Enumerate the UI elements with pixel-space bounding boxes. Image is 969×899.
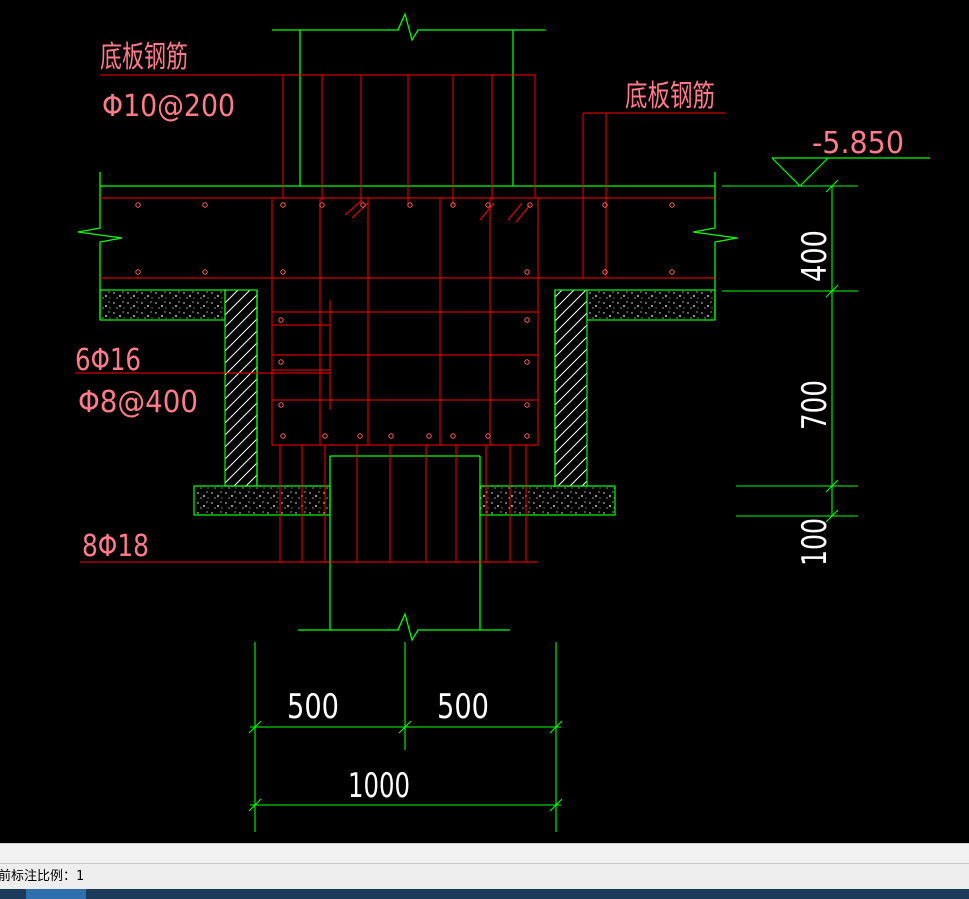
rebar-lines <box>75 74 725 563</box>
slab-rebar-left-label: 底板钢筋 <box>100 40 188 75</box>
dim-horizontal-right: 500 <box>437 687 489 727</box>
bottom-bars-label: 8Φ18 <box>82 529 149 564</box>
elevation-marker <box>771 157 930 187</box>
cad-drawing-canvas[interactable]: 底板钢筋 Φ10@200 底板钢筋 -5.850 6Φ16 Φ8@400 8Φ1… <box>0 0 969 843</box>
dim-vertical-bottom: 100 <box>795 518 835 566</box>
horizontal-dimension-lines <box>248 642 563 832</box>
dim-horizontal-left: 500 <box>287 687 339 727</box>
stirrup-count-label: 6Φ16 <box>75 343 141 378</box>
slab-rebar-right-label: 底板钢筋 <box>625 79 715 114</box>
taskbar-button[interactable] <box>26 889 86 899</box>
dim-vertical-mid: 700 <box>795 380 835 430</box>
cushion-layers <box>99 289 716 516</box>
brick-walls <box>224 289 588 487</box>
elevation-label: -5.850 <box>812 126 904 161</box>
dim-vertical-top: 400 <box>795 230 835 282</box>
annotation-scale-text: 前标注比例：1 <box>0 869 84 884</box>
dim-horizontal-total: 1000 <box>348 766 410 806</box>
rebar-dots <box>135 202 675 439</box>
stirrup-spec-label: Φ8@400 <box>78 385 198 420</box>
status-bar: 前标注比例：1 <box>0 863 969 890</box>
command-line[interactable] <box>0 843 969 864</box>
vertical-dimension-lines <box>722 179 858 523</box>
taskbar <box>0 889 969 899</box>
slab-rebar-left-spec: Φ10@200 <box>102 89 235 124</box>
